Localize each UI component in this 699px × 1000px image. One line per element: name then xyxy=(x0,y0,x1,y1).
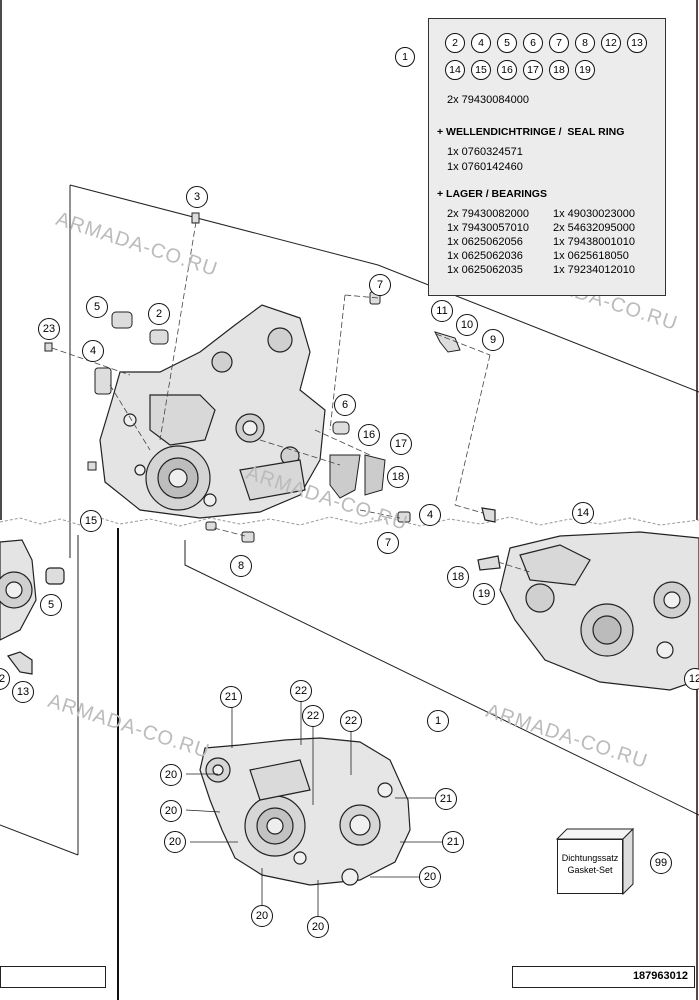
gasket-box-side xyxy=(622,827,634,896)
callout-20c: 20 xyxy=(164,831,186,853)
assembly-axis-line xyxy=(497,561,531,573)
callout-22c: 22 xyxy=(340,710,362,732)
crankcase-half-right xyxy=(477,507,699,691)
part-callout: 2 xyxy=(445,33,465,53)
small-parts-upper xyxy=(44,212,461,543)
seal-part: 1x 0760324571 xyxy=(447,146,523,158)
crankcase-inside-view xyxy=(199,737,411,886)
part-callout: 6 xyxy=(523,33,543,53)
callout-21c: 21 xyxy=(442,831,464,853)
callout-21: 21 xyxy=(220,686,242,708)
callout-22: 22 xyxy=(290,680,312,702)
callout-7: 7 xyxy=(369,274,391,296)
callout-5: 5 xyxy=(86,296,108,318)
callout-99: 99 xyxy=(650,852,672,874)
assembly-axis-lines xyxy=(51,221,491,537)
callout-1b: 1 xyxy=(427,710,449,732)
callout-1: 1 xyxy=(395,47,415,67)
frame-line xyxy=(184,540,699,816)
part-callout: 14 xyxy=(445,60,465,80)
callout-22b: 22 xyxy=(302,705,324,727)
frame-line xyxy=(0,824,79,856)
bearing-part: 2x 54632095000 xyxy=(553,222,635,234)
frame-line xyxy=(69,184,699,393)
callout-8: 8 xyxy=(230,555,252,577)
gasket-set-box: Dichtungssatz Gasket-Set xyxy=(557,839,623,894)
callout-12-right: 12 xyxy=(684,668,699,690)
bearing-part: 2x 79430082000 xyxy=(447,208,529,220)
gasket-label-de: Dichtungssatz xyxy=(561,853,619,863)
part-callout: 8 xyxy=(575,33,595,53)
part-callout: 19 xyxy=(575,60,595,80)
main-part-number: 2x 79430084000 xyxy=(447,94,529,106)
callout-20b: 20 xyxy=(160,800,182,822)
crankcase-half-upper xyxy=(99,304,326,519)
gasket-label-en: Gasket-Set xyxy=(567,865,613,875)
callout-13: 13 xyxy=(12,681,34,703)
callout-7b: 7 xyxy=(377,532,399,554)
part-callout: 16 xyxy=(497,60,517,80)
leader-lines xyxy=(185,701,443,916)
document-number: 187963012 xyxy=(512,966,695,988)
callout-4b: 4 xyxy=(419,504,441,526)
bearing-part: 1x 79438001010 xyxy=(553,236,635,248)
part-callout: 12 xyxy=(601,33,621,53)
callout-3: 3 xyxy=(186,186,208,208)
parts-list-box: 1 2 4 5 6 7 8 12 13 14 15 16 17 18 19 2x… xyxy=(395,18,666,296)
part-callout: 18 xyxy=(549,60,569,80)
gasket-box-top xyxy=(555,828,635,840)
callout-17: 17 xyxy=(390,433,412,455)
bearings-heading: + LAGER / BEARINGS xyxy=(437,188,547,200)
callout-5b: 5 xyxy=(40,594,62,616)
part-callout: 5 xyxy=(497,33,517,53)
part-callout: 15 xyxy=(471,60,491,80)
callout-9: 9 xyxy=(482,329,504,351)
callout-20d: 20 xyxy=(419,866,441,888)
seals-heading: + WELLENDICHTRINGE / SEAL RING xyxy=(437,126,625,138)
callout-20: 20 xyxy=(160,764,182,786)
bearing-part: 1x 79234012010 xyxy=(553,264,635,276)
callout-14: 14 xyxy=(572,502,594,524)
callout-15-partial: 15 xyxy=(80,510,102,532)
bearing-part: 1x 49030023000 xyxy=(553,208,635,220)
part-callout: 13 xyxy=(627,33,647,53)
callout-19: 19 xyxy=(473,583,495,605)
callout-16: 16 xyxy=(358,424,380,446)
callout-4: 4 xyxy=(82,340,104,362)
callout-11: 11 xyxy=(431,300,453,322)
callout-20f: 20 xyxy=(307,916,329,938)
crankcase-partial-left xyxy=(0,539,65,675)
part-callout: 7 xyxy=(549,33,569,53)
callout-21b: 21 xyxy=(435,788,457,810)
part-callout: 17 xyxy=(523,60,543,80)
left-title-box xyxy=(0,966,106,988)
callout-18b: 18 xyxy=(447,566,469,588)
bearing-part: 1x 0625618050 xyxy=(553,250,629,262)
bearing-part: 1x 79430057010 xyxy=(447,222,529,234)
seal-part: 1x 0760142460 xyxy=(447,161,523,173)
callout-2: 2 xyxy=(148,303,170,325)
callout-10: 10 xyxy=(456,314,478,336)
callout-18: 18 xyxy=(387,466,409,488)
bearing-part: 1x 0625062056 xyxy=(447,236,523,248)
callout-6: 6 xyxy=(334,394,356,416)
callout-23: 23 xyxy=(38,318,60,340)
part-callout: 4 xyxy=(471,33,491,53)
bearing-part: 1x 0625062036 xyxy=(447,250,523,262)
callout-20e: 20 xyxy=(251,905,273,927)
bearing-part: 1x 0625062035 xyxy=(447,264,523,276)
